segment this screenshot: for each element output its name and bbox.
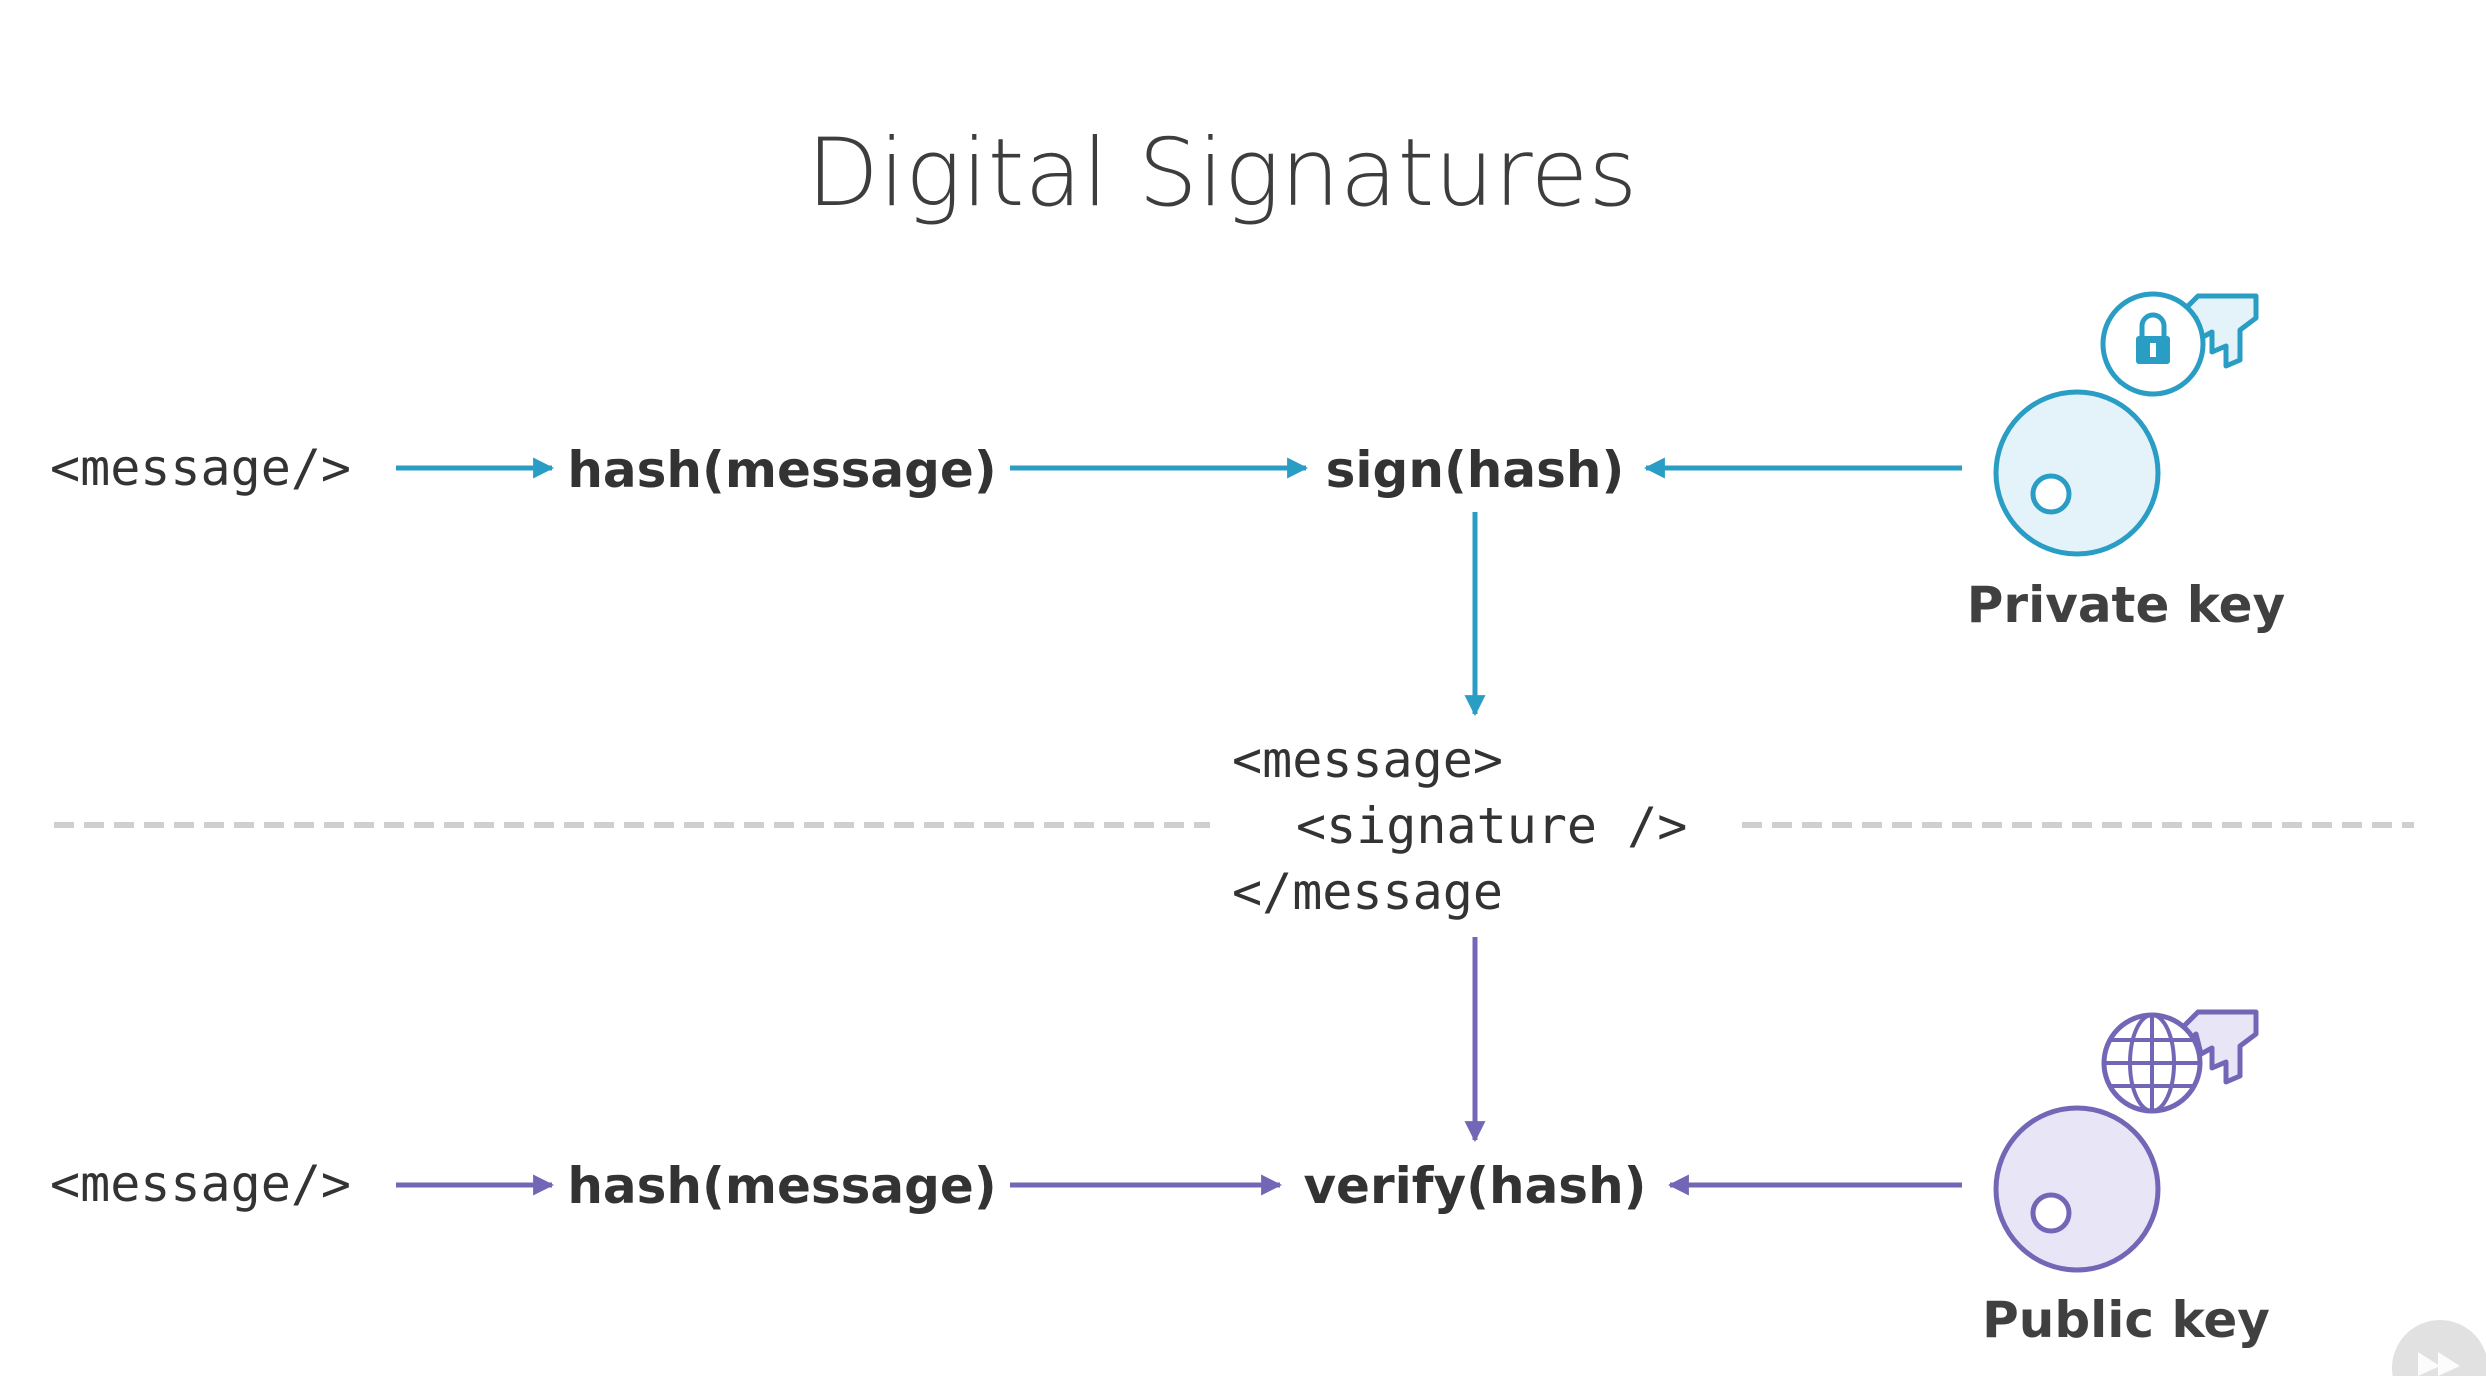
signed-message-open-tag: <message> <box>1232 731 1503 789</box>
signed-message-close-tag: </message <box>1232 863 1503 921</box>
public-key-label: Public key <box>1982 1291 2270 1349</box>
sign-operation-text: sign(hash) <box>1326 441 1625 499</box>
verify-operation-text: verify(hash) <box>1303 1157 1646 1215</box>
public-key-globe-icon <box>1993 1009 2259 1273</box>
play-forward-icon[interactable] <box>2392 1320 2486 1376</box>
signature-tag: <signature /> <box>1296 797 1687 855</box>
private-key-lock-icon <box>1993 291 2259 557</box>
verify-hash-text: hash(message) <box>567 1157 996 1215</box>
sign-hash-text: hash(message) <box>567 441 996 499</box>
verify-message-text: <message/> <box>50 1155 351 1213</box>
sign-message-text: <message/> <box>50 439 351 497</box>
slide-title: Digital Signatures <box>807 119 1638 228</box>
private-key-label: Private key <box>1967 576 2285 634</box>
